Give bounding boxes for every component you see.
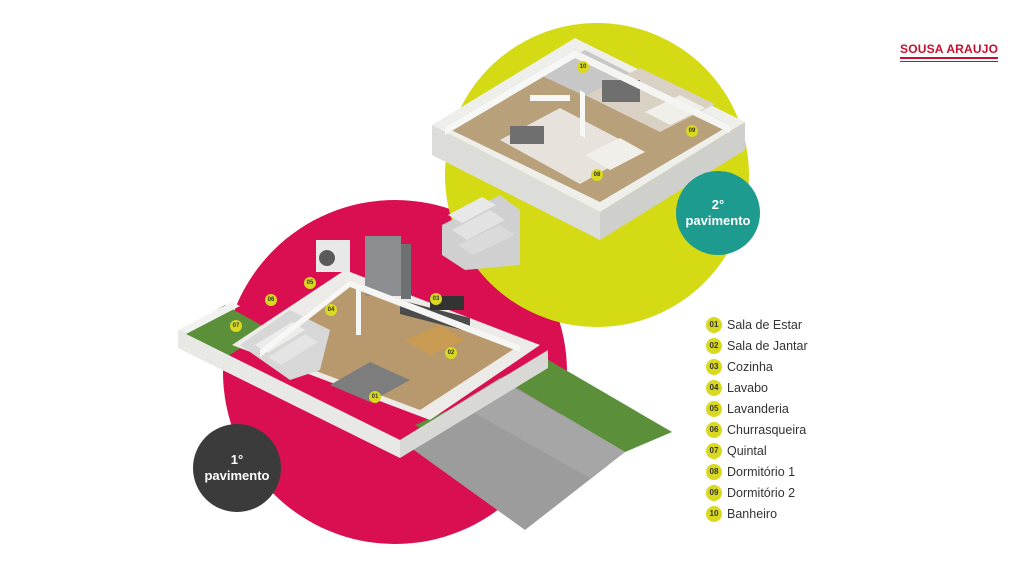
legend-item: 04 Lavabo: [706, 377, 876, 398]
plan-tag-01: 01: [369, 391, 381, 403]
legend-number: 07: [706, 442, 722, 459]
plan-tag-04: 04: [325, 304, 337, 316]
legend-number: 06: [706, 421, 722, 438]
second-floor-model: [432, 38, 745, 270]
plan-tag-03: 03: [430, 293, 442, 305]
plan-tag-10: 10: [577, 61, 589, 73]
second-floor-label: pavimento: [685, 213, 751, 228]
legend-item: 07 Quintal: [706, 440, 876, 461]
legend-number: 05: [706, 400, 722, 417]
brand-underline: [900, 57, 998, 59]
brand-name: SOUSA ARAUJO: [900, 42, 999, 56]
legend-label: Churrasqueira: [727, 422, 807, 437]
legend-item: 01 Sala de Estar: [706, 314, 876, 335]
legend-label: Lavanderia: [727, 401, 789, 416]
brand-underline-thin: [900, 61, 998, 62]
plan-tag-09: 09: [686, 125, 698, 137]
first-floor-ordinal: 1°: [230, 452, 244, 467]
second-floor-badge: 2° pavimento: [676, 171, 760, 255]
legend-number: 09: [706, 484, 722, 501]
legend-number: 04: [706, 379, 722, 396]
legend-item: 10 Banheiro: [706, 503, 876, 524]
second-floor-ordinal: 2°: [711, 197, 725, 212]
legend-label: Dormitório 1: [727, 464, 796, 479]
legend-number: 10: [706, 505, 722, 522]
legend-number: 08: [706, 463, 722, 480]
plan-tag-07: 07: [230, 320, 242, 332]
legend-label: Sala de Jantar: [727, 338, 808, 353]
first-floor-model: [178, 236, 672, 530]
legend-label: Quintal: [727, 443, 767, 458]
legend-label: Dormitório 2: [727, 485, 796, 500]
brand-logo: SOUSA ARAUJO: [900, 42, 998, 64]
room-legend: 01 Sala de Estar 02 Sala de Jantar 03 Cozin…: [706, 314, 876, 524]
legend-item: 09 Dormitório 2: [706, 482, 876, 503]
plan-tag-02: 02: [445, 347, 457, 359]
legend-item: 03 Cozinha: [706, 356, 876, 377]
legend-number: 01: [706, 316, 722, 333]
legend-label: Lavabo: [727, 380, 769, 395]
legend-item: 08 Dormitório 1: [706, 461, 876, 482]
legend-label: Cozinha: [727, 359, 773, 374]
legend-number: 02: [706, 337, 722, 354]
plan-tag-08: 08: [591, 169, 603, 181]
legend-number: 03: [706, 358, 722, 375]
plan-tag-05: 05: [304, 277, 316, 289]
legend-item: 02 Sala de Jantar: [706, 335, 876, 356]
legend-label: Banheiro: [727, 506, 778, 521]
first-floor-label: pavimento: [204, 468, 270, 483]
legend-item: 05 Lavanderia: [706, 398, 876, 419]
legend-item: 06 Churrasqueira: [706, 419, 876, 440]
legend-label: Sala de Estar: [727, 317, 803, 332]
plan-tag-06: 06: [265, 294, 277, 306]
first-floor-badge: 1° pavimento: [193, 424, 281, 512]
